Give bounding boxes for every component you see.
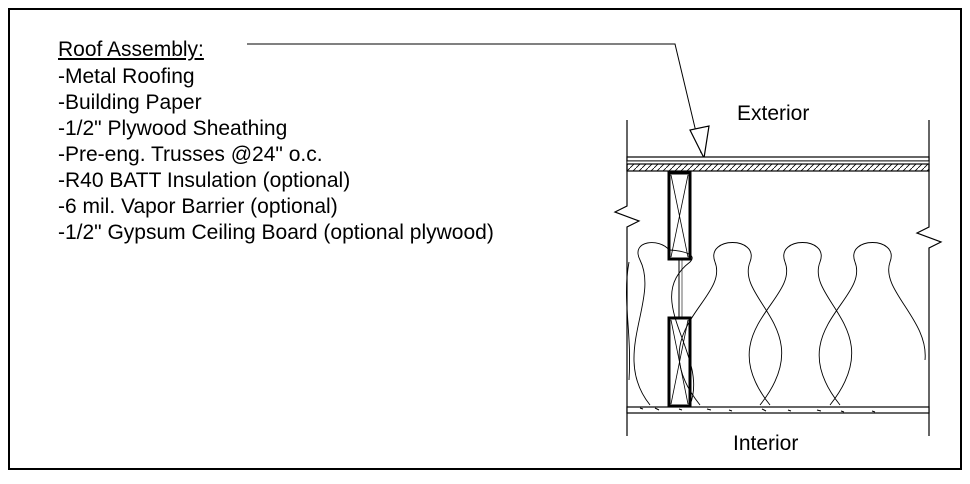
layer-item: -Metal Roofing [58, 65, 195, 88]
assembly-title: Roof Assembly: [58, 38, 204, 61]
layer-item: -1/2" Plywood Sheathing [58, 117, 288, 140]
drawing-border [8, 8, 962, 470]
layer-item: -1/2" Gypsum Ceiling Board (optional ply… [58, 221, 494, 244]
layer-item: -Pre-eng. Trusses @24" o.c. [58, 143, 323, 166]
ceiling-board [626, 406, 930, 414]
layer-item: -R40 BATT Insulation (optional) [58, 169, 351, 192]
interior-label: Interior [733, 432, 799, 455]
layer-item: -6 mil. Vapor Barrier (optional) [58, 195, 338, 218]
layer-list: -Metal Roofing -Building Paper -1/2" Ply… [58, 64, 494, 246]
exterior-label: Exterior [737, 102, 810, 125]
leader-line [247, 43, 710, 160]
section-walls [613, 120, 943, 436]
batt-insulation [626, 242, 926, 406]
layer-item: -Building Paper [58, 91, 202, 114]
roof-deck [626, 156, 930, 172]
